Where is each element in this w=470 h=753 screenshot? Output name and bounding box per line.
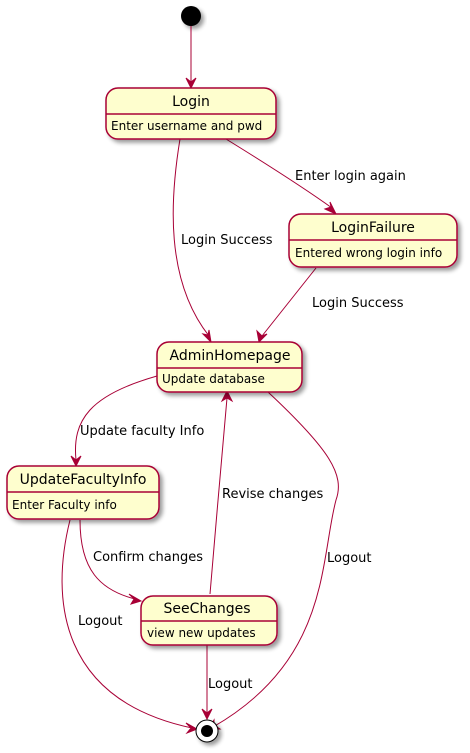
transition-label: Login Success — [181, 233, 273, 248]
transition-label: Login Success — [312, 296, 404, 311]
state-adminhomepage — [156, 341, 303, 393]
transition-updatefacultyinfo-to-end: Logout — [61, 519, 199, 735]
state-title: Login — [172, 94, 210, 110]
transition-label: Revise changes — [222, 487, 323, 502]
transition-label: Logout — [327, 551, 372, 566]
start-node — [181, 6, 201, 26]
state-title: SeeChanges — [163, 601, 250, 617]
transition-label: Logout — [78, 614, 123, 629]
state-seechanges — [140, 595, 278, 646]
transition-label: Update faculty Info — [80, 424, 204, 439]
state-description: Enter username and pwd — [111, 119, 262, 133]
transition-label: Confirm changes — [93, 550, 203, 565]
state-login — [105, 87, 277, 140]
transition-start-to-login — [185, 26, 197, 90]
transition-updatefacultyinfo-to-seechanges: Confirm changes — [79, 519, 203, 605]
state-title: AdminHomepage — [170, 348, 291, 364]
state-description: Entered wrong login info — [295, 246, 442, 260]
state-title: UpdateFacultyInfo — [20, 472, 147, 488]
state-loginfailure — [288, 213, 458, 268]
transition-label: Enter login again — [295, 169, 406, 184]
transition-adminhomepage-to-updatefacultyinfo: Update faculty Info — [70, 375, 204, 468]
transition-seechanges-to-adminhomepage: Revise changes — [209, 389, 323, 595]
transition-label: Logout — [208, 677, 253, 692]
transition-login-to-loginfailure: Enter login again — [225, 138, 406, 216]
transition-loginfailure-to-adminhomepage: Login Success — [256, 267, 404, 344]
end-node — [195, 719, 219, 743]
transition-seechanges-to-end: Logout — [201, 645, 253, 721]
state-description: Enter Faculty info — [12, 498, 117, 512]
state-description: Update database — [162, 372, 265, 386]
transition-login-to-adminhomepage: Login Success — [172, 138, 273, 344]
state-description: view new updates — [147, 626, 256, 640]
state-title: LoginFailure — [331, 220, 415, 236]
state-updatefacultyinfo — [6, 465, 160, 520]
